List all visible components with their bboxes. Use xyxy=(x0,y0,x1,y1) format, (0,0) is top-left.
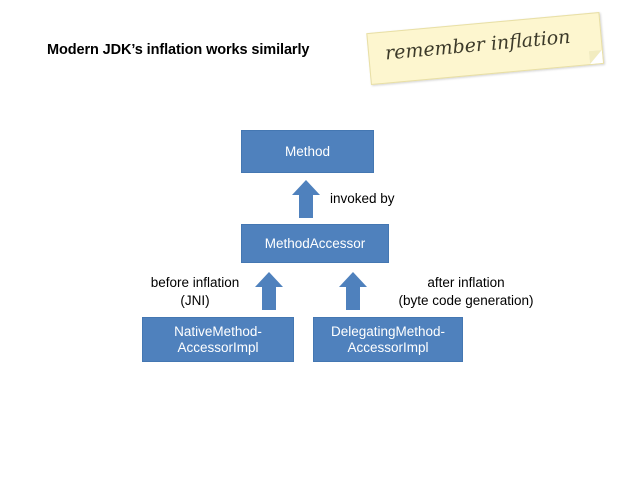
box-method: Method xyxy=(241,130,374,173)
sticky-note-body: remember inflation xyxy=(366,12,605,85)
arrow-head xyxy=(255,272,283,287)
box-method-accessor: MethodAccessor xyxy=(241,224,389,263)
label-invoked-by: invoked by xyxy=(330,191,395,206)
box-delegating-label-line2: AccessorImpl xyxy=(347,339,429,355)
page-title: Modern JDK’s inflation works similarly xyxy=(47,42,310,58)
arrow-head xyxy=(292,180,320,195)
arrow-invoked-by-icon xyxy=(292,180,320,220)
label-after-inflation: after inflation (byte code generation) xyxy=(371,274,561,309)
arrow-shaft xyxy=(299,194,313,218)
sticky-note: remember inflation xyxy=(366,12,607,93)
box-native-label-line1: NativeMethod- xyxy=(174,323,262,339)
label-after-inflation-line2: (byte code generation) xyxy=(398,292,534,308)
box-method-accessor-label: MethodAccessor xyxy=(264,235,366,251)
box-method-label: Method xyxy=(284,143,331,159)
arrow-after-inflation-icon xyxy=(339,272,367,314)
box-delegating-label-line1: DelegatingMethod- xyxy=(330,323,446,339)
box-delegating-method-accessor-impl: DelegatingMethod- AccessorImpl xyxy=(313,317,463,362)
sticky-note-label: remember inflation xyxy=(384,25,572,65)
label-before-inflation-line2: (JNI) xyxy=(180,292,210,308)
arrow-before-inflation-icon xyxy=(255,272,283,314)
box-native-method-accessor-impl: NativeMethod- AccessorImpl xyxy=(142,317,294,362)
arrow-shaft xyxy=(346,286,360,310)
box-native-label-line2: AccessorImpl xyxy=(177,339,259,355)
label-after-inflation-line1: after inflation xyxy=(427,275,505,290)
page-fold-icon xyxy=(588,49,603,65)
arrow-head xyxy=(339,272,367,287)
arrow-shaft xyxy=(262,286,276,310)
label-before-inflation: before inflation (JNI) xyxy=(140,274,250,309)
label-before-inflation-line1: before inflation xyxy=(150,275,240,290)
